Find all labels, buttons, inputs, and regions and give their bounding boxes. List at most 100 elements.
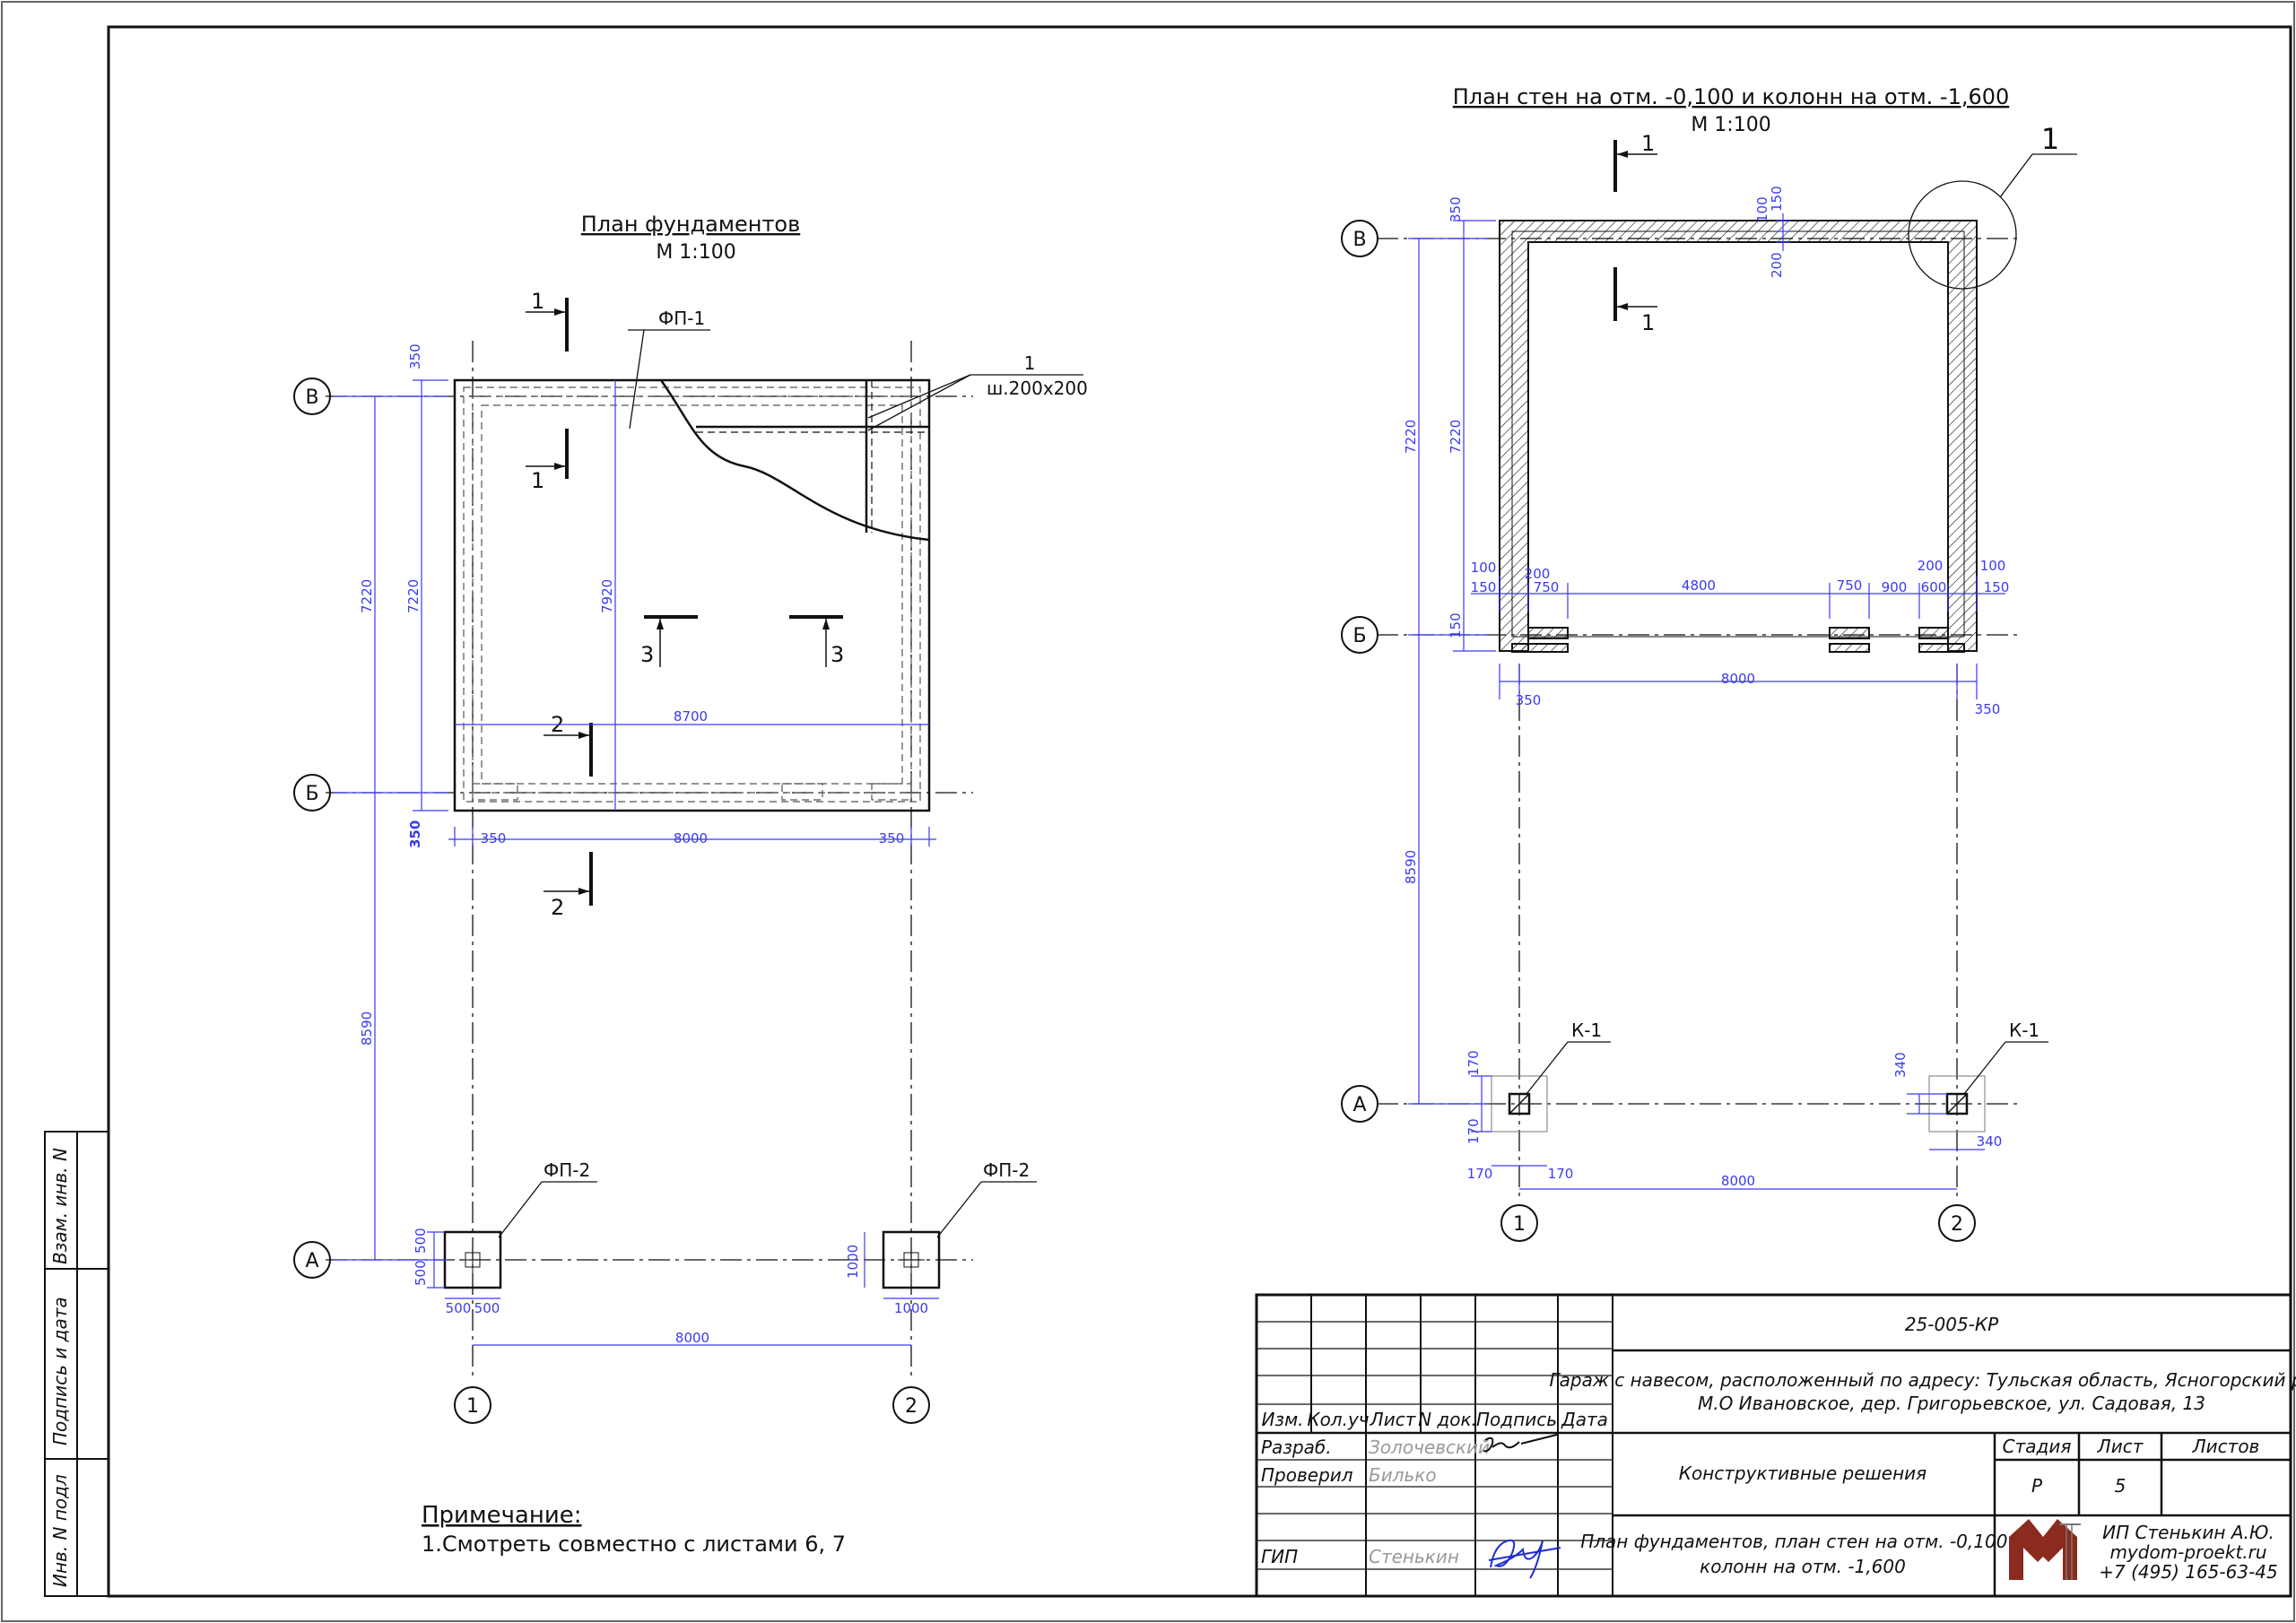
svg-text:200: 200: [1918, 558, 1944, 574]
walls-dimensions: [1408, 213, 2005, 1190]
svg-text:340: 340: [1977, 1133, 2003, 1150]
axis-bubble-v: В: [293, 378, 331, 415]
drawing-code: 25-005-КР: [1905, 1314, 1999, 1335]
callout-k1-right: К-1: [2009, 1020, 2039, 1041]
svg-text:150: 150: [1984, 579, 2010, 595]
company-line2: mydom-proekt.ru: [2109, 1541, 2266, 1563]
drawing-line1: План фундаментов, план стен на отм. -0,1…: [1580, 1531, 2025, 1552]
svg-text:7220: 7220: [405, 579, 422, 613]
foundation-plan-title: План фундаментов: [581, 212, 801, 237]
svg-text:В: В: [1352, 229, 1366, 251]
svg-text:1: 1: [531, 289, 544, 314]
walls: [1499, 220, 1978, 653]
axis-bubble-b-right: Б: [1341, 616, 1378, 654]
object-line1: Гараж с навесом, расположенный по адресу…: [1550, 1369, 2296, 1391]
svg-text:7220: 7220: [1403, 420, 1419, 454]
foundation-dimensions: [334, 379, 939, 1346]
svg-text:350: 350: [407, 820, 423, 848]
svg-text:7920: 7920: [599, 579, 615, 613]
section-mark-1: 1 1: [526, 289, 569, 493]
walls-section-mark-1: 1 1: [1613, 131, 1657, 335]
side-inv: Инв. N подл: [49, 1474, 71, 1587]
svg-text:8000: 8000: [675, 1330, 709, 1346]
svg-text:2: 2: [1951, 1213, 1963, 1236]
pad-fp2-right: [882, 1230, 941, 1289]
side-podpis: Подпись и дата: [49, 1297, 71, 1445]
callout-channel: ш.200х200: [987, 378, 1088, 399]
svg-text:А: А: [1352, 1094, 1366, 1116]
svg-text:100: 100: [1980, 558, 2006, 574]
svg-text:Б: Б: [1352, 625, 1366, 647]
svg-text:170: 170: [1465, 1050, 1482, 1076]
svg-text:100: 100: [1754, 196, 1770, 222]
svg-text:900: 900: [1882, 579, 1908, 595]
svg-text:8590: 8590: [359, 1011, 375, 1046]
callout-fp1: ФП-1: [658, 308, 705, 329]
signature-gip: [1488, 1539, 1561, 1579]
svg-text:1: 1: [1641, 131, 1655, 156]
signature-dev: [1483, 1434, 1558, 1453]
svg-text:600: 600: [1921, 579, 1947, 595]
svg-text:350: 350: [407, 343, 423, 369]
axis-bubble-v-right: В: [1341, 220, 1378, 257]
slab-fp1: [453, 378, 931, 812]
walls-plan-title: План стен на отм. -0,100 и колонн на отм…: [1453, 84, 2010, 109]
svg-text:350: 350: [879, 830, 905, 846]
svg-text:8000: 8000: [1721, 671, 1755, 687]
svg-text:100: 100: [1471, 560, 1497, 576]
svg-text:Кол.уч: Кол.уч: [1307, 1409, 1369, 1430]
svg-text:1: 1: [531, 468, 544, 493]
side-stamp: Взам. инв. N Подпись и дата Инв. N подл: [44, 1131, 109, 1597]
section-mark-2: 2 2: [544, 712, 593, 920]
svg-text:350: 350: [1975, 701, 2001, 717]
name-check: Билько: [1369, 1464, 1437, 1486]
callout-channel-num: 1: [1024, 352, 1036, 374]
callout-fp2-right: ФП-2: [983, 1159, 1030, 1181]
svg-text:340: 340: [1892, 1052, 1909, 1078]
company-logo-icon: [2009, 1519, 2081, 1580]
svg-text:8000: 8000: [674, 830, 708, 846]
column-k1-right: [1928, 1075, 1986, 1133]
svg-text:170: 170: [1465, 1118, 1482, 1144]
name-gip: Стенькин: [1369, 1546, 1459, 1567]
svg-text:Подпись: Подпись: [1476, 1409, 1557, 1430]
node-circle: [1908, 180, 2017, 290]
callout-fp2-left: ФП-2: [544, 1159, 590, 1181]
stage-label: Стадия: [2003, 1436, 2072, 1457]
svg-text:200: 200: [1769, 252, 1785, 278]
name-dev: Золочевский: [1369, 1436, 1490, 1458]
note-text: 1.Смотреть совместно с листами 6, 7: [422, 1532, 846, 1557]
svg-text:Изм.: Изм.: [1261, 1409, 1303, 1430]
inner-frame: [107, 25, 2292, 1598]
svg-text:2: 2: [551, 895, 564, 920]
svg-text:750: 750: [1837, 577, 1863, 594]
svg-text:8700: 8700: [674, 708, 708, 725]
axis-bubble-a: А: [293, 1241, 331, 1279]
svg-text:500: 500: [474, 1300, 500, 1316]
svg-text:1000: 1000: [894, 1300, 928, 1316]
svg-text:350: 350: [1516, 692, 1542, 708]
walls-plan-scale: М 1:100: [1691, 114, 1770, 136]
svg-text:500: 500: [413, 1228, 429, 1254]
company-line1: ИП Стенькин А.Ю.: [2102, 1522, 2274, 1543]
svg-text:3: 3: [640, 642, 654, 667]
svg-text:500: 500: [413, 1260, 429, 1286]
svg-text:4800: 4800: [1682, 577, 1716, 594]
axis-bubble-1: 1: [454, 1386, 491, 1424]
svg-text:200: 200: [1525, 566, 1551, 582]
svg-text:170: 170: [1548, 1166, 1574, 1182]
foundation-dim-labels: 350 7220 7220 7920 8590 350 8700 350 800…: [359, 343, 928, 1346]
sheets-label: Листов: [2192, 1436, 2260, 1457]
node-label: 1: [2041, 122, 2059, 156]
drawing-line2: колонн на отм. -1,600: [1700, 1556, 1906, 1577]
svg-text:1000: 1000: [845, 1245, 861, 1279]
svg-text:1: 1: [1513, 1213, 1526, 1236]
axis-bubble-b: Б: [293, 774, 331, 812]
role-check: Проверил: [1261, 1464, 1353, 1486]
role-dev: Разраб.: [1261, 1436, 1332, 1458]
callout-k1-left: К-1: [1571, 1020, 1602, 1041]
section-name: Конструктивные решения: [1679, 1462, 1926, 1484]
role-gip: ГИП: [1261, 1546, 1298, 1567]
svg-text:1: 1: [1641, 310, 1655, 335]
